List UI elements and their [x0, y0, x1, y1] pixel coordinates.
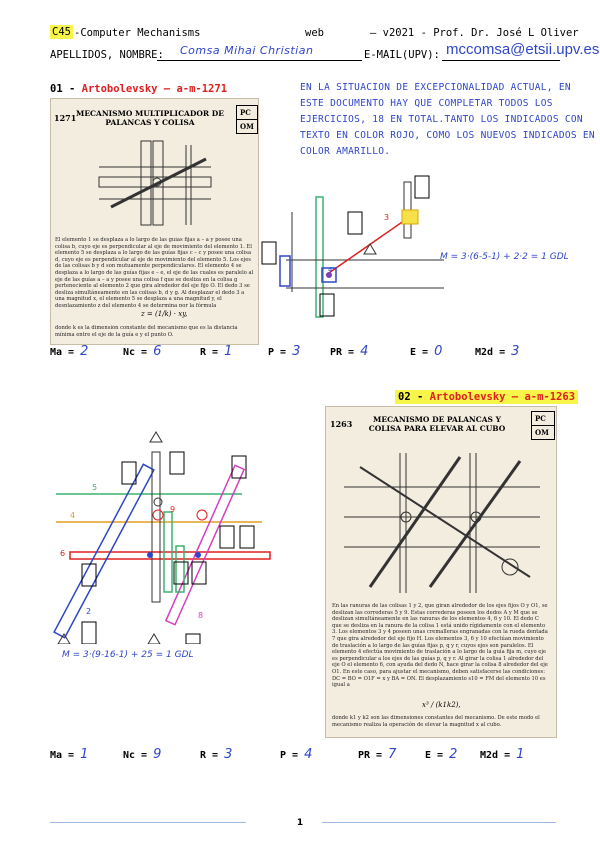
footer-line-left	[50, 822, 246, 823]
svg-text:6: 6	[60, 549, 65, 558]
exercise-1-name: Artobolevsky – a-m-1271	[81, 83, 228, 95]
scan-1-drawing	[98, 140, 212, 226]
scan-2-drawing	[344, 453, 540, 593]
result-e: E = 2	[425, 747, 458, 762]
result-pr: PR = 4	[330, 344, 369, 359]
exercise-1-number: 01 -	[50, 83, 76, 95]
exercise-1-scan: 1271 MECANISMO MULTIPLICADOR DE PALANCAS…	[50, 98, 259, 345]
scan-1-body: El elemento 1 se desplaza a lo largo de …	[55, 237, 254, 307]
scan-2-formula: x³ / (k1k2),	[422, 701, 461, 709]
exercise-1-formula-note: M = 3·(6-5-1) + 2·2 = 1 GDL	[440, 252, 569, 262]
exercise-2-sketch: 5 4 6 2 8 9	[53, 431, 271, 644]
scan-2-body: En las ranuras de las colisas 1 y 2, que…	[332, 603, 548, 689]
result-r: R = 1	[200, 344, 233, 359]
exercise-2-results: Ma = 1 Nc = 9 R = 3 P = 4 PR = 7 E = 2 M…	[50, 747, 570, 763]
result-m2d: M2d = 1	[480, 747, 525, 762]
svg-text:5: 5	[92, 483, 97, 492]
result-p: P = 4	[280, 747, 313, 762]
svg-text:9: 9	[170, 505, 175, 514]
result-nc: Nc = 6	[123, 344, 162, 359]
footer-line-right	[322, 822, 556, 823]
svg-text:2: 2	[86, 607, 91, 616]
scan-1-footer: donde k es la dimensión constante del me…	[55, 325, 238, 338]
course-title: -Computer Mechanisms	[74, 27, 201, 39]
exercise-1-sketch: 3 4	[261, 175, 444, 318]
scan-1-formula: z = (1/k) · xy,	[141, 310, 188, 318]
svg-text:3: 3	[384, 213, 389, 222]
result-ma: Ma = 2	[50, 344, 89, 359]
instructions-notice: EN LA SITUACION DE EXCEPCIONALIDAD ACTUA…	[300, 82, 595, 157]
scan-2-title: MECANISMO DE PALANCAS Y COLISA PARA ELEV…	[368, 415, 506, 433]
exercise-2-scan: 1263 MECANISMO DE PALANCAS Y COLISA PARA…	[325, 406, 557, 738]
result-ma: Ma = 1	[50, 747, 89, 762]
result-p: P = 3	[268, 344, 301, 359]
result-m2d: M2d = 3	[475, 344, 520, 359]
email-field-line	[442, 60, 560, 61]
header-mode: web	[305, 27, 324, 39]
svg-text:4: 4	[70, 511, 75, 520]
page-number: 1	[296, 818, 304, 828]
result-r: R = 3	[200, 747, 233, 762]
scan-1-codes: PC OM	[236, 105, 258, 134]
names-label: APELLIDOS, NOMBRE:	[50, 49, 164, 61]
scan-2-footer: donde k1 y k2 son las dimensiones consta…	[332, 715, 540, 728]
svg-text:4: 4	[328, 266, 333, 274]
scan-1-code: PC	[237, 106, 257, 120]
email-label: E-MAIL(UPV):	[364, 49, 440, 61]
scan-1-code: OM	[240, 122, 254, 131]
scan-2-codes: PC OM	[531, 411, 555, 440]
course-code: C45	[50, 25, 73, 39]
exercise-2-name: Artobolevsky – a-m-1263	[429, 391, 576, 403]
result-nc: Nc = 9	[123, 747, 162, 762]
scan-2-code: OM	[535, 428, 549, 437]
scan-1-title: MECANISMO MULTIPLICADOR DE PALANCAS Y CO…	[76, 109, 224, 127]
exercise-2-title: 02 - Artobolevsky – a-m-1263	[395, 390, 579, 404]
scan-1-number: 1271	[54, 113, 77, 123]
exercise-2-number: 02 -	[398, 391, 424, 403]
scan-2-number: 1263	[330, 419, 353, 429]
exercise-1-results: Ma = 2 Nc = 6 R = 1 P = 3 PR = 4 E = 0 M…	[50, 344, 570, 360]
exercise-1-title: 01 - Artobolevsky – a-m-1271	[50, 83, 227, 95]
names-field-line	[157, 60, 362, 61]
result-e: E = 0	[410, 344, 443, 359]
header-edition: – v2021 - Prof. Dr. José L Oliver	[370, 27, 579, 39]
email-field[interactable]: mccomsa@etsii.upv.es	[446, 41, 600, 58]
result-pr: PR = 7	[358, 747, 397, 762]
svg-text:8: 8	[198, 611, 203, 620]
exercise-2-formula-note: M = 3·(9-16-1) + 25 = 1 GDL	[62, 650, 194, 660]
scan-2-code: PC	[532, 412, 554, 426]
names-field[interactable]: Comsa Mihai Christian	[180, 44, 314, 57]
